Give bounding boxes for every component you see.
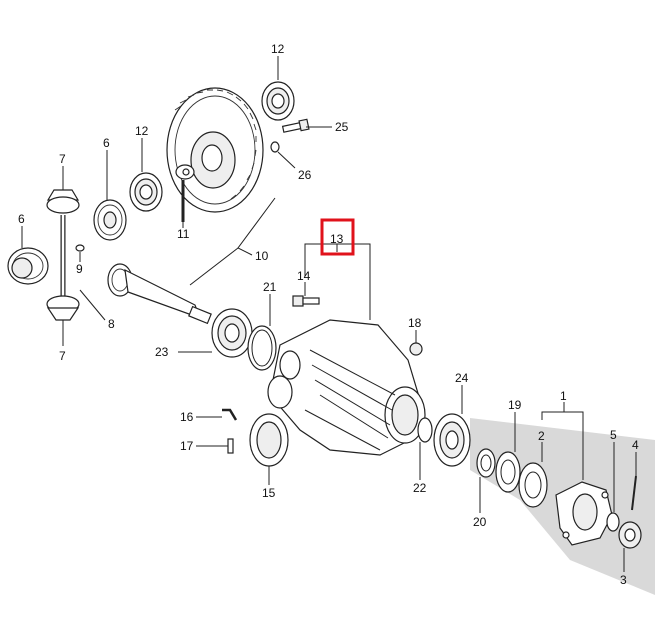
pinion-gear-7-lower: [46, 295, 80, 321]
label-13: 13: [330, 232, 344, 246]
label-7-bottom: 7: [59, 349, 66, 363]
part-labels: 12 25 12 6 7 26 11 6 9 10 13 14 21 8 18 …: [18, 42, 639, 587]
oring-22: [417, 417, 433, 443]
bolt-25: [281, 118, 310, 133]
label-9: 9: [76, 262, 83, 276]
label-22: 22: [413, 481, 427, 495]
label-8: 8: [108, 317, 115, 331]
label-21: 21: [263, 280, 277, 294]
washer-26: [270, 141, 280, 153]
flange-1: [555, 481, 613, 546]
ring-gear-assembly: [166, 87, 264, 213]
cotter-pin-4: [631, 475, 637, 511]
pinion-gear-7-upper: [46, 189, 80, 214]
label-24: 24: [455, 371, 469, 385]
label-3: 3: [620, 573, 627, 587]
label-1: 1: [560, 389, 567, 403]
washer-9: [75, 244, 85, 252]
label-16: 16: [180, 410, 194, 424]
label-2: 2: [538, 429, 545, 443]
label-20: 20: [473, 515, 487, 529]
label-7-top: 7: [59, 152, 66, 166]
nut-3: [618, 521, 642, 549]
bearing-24: [433, 413, 471, 467]
nut-18: [409, 342, 423, 356]
bearing-12-top: [261, 81, 295, 121]
highlight-box-13: [320, 218, 355, 256]
label-6-left: 6: [18, 212, 25, 226]
ring-15: [249, 413, 289, 467]
label-17: 17: [180, 439, 194, 453]
label-12-mid: 12: [135, 124, 149, 138]
label-11: 11: [177, 227, 190, 241]
label-19: 19: [508, 398, 522, 412]
bearing-12-middle: [129, 172, 163, 212]
leader-lines: [21, 56, 637, 572]
label-5: 5: [610, 428, 617, 442]
label-15: 15: [262, 486, 276, 500]
seal-19: [495, 451, 521, 493]
bolt-14: [292, 295, 320, 307]
side-gear-6-upper: [93, 199, 127, 241]
label-18: 18: [408, 316, 422, 330]
clip-16: [222, 408, 238, 421]
washer-5: [606, 512, 620, 532]
pin-17: [227, 438, 234, 454]
label-4: 4: [632, 438, 639, 452]
label-10: 10: [255, 249, 269, 263]
bearing-23: [211, 308, 253, 358]
oring-21: [247, 325, 277, 371]
seal-2: [518, 462, 548, 508]
label-14: 14: [297, 269, 311, 283]
label-26: 26: [298, 168, 312, 182]
differential-housing-13: [267, 319, 426, 456]
label-12-top: 12: [271, 42, 285, 56]
label-25: 25: [335, 120, 349, 134]
label-6-top: 6: [103, 136, 110, 150]
side-gear-6-left: [7, 247, 49, 285]
drive-pinion-10: [107, 263, 212, 325]
spacer-20: [476, 448, 496, 478]
label-23: 23: [155, 345, 169, 359]
